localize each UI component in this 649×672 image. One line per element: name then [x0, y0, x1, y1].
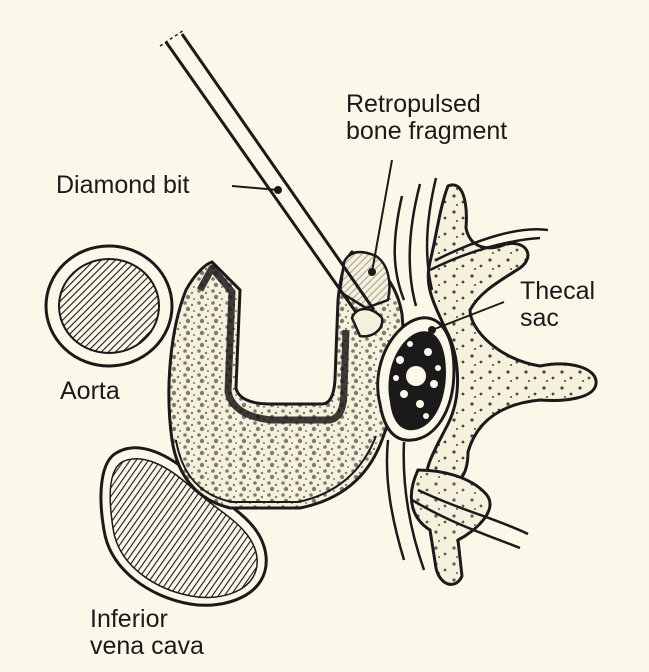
label-aorta: Aorta	[60, 378, 120, 405]
label-retropulsed-bone-fragment: Retropulsed bone fragment	[346, 91, 507, 145]
label-inferior-vena-cava: Inferior vena cava	[90, 606, 204, 660]
aorta-vessel	[46, 246, 172, 366]
label-diamond-bit: Diamond bit	[56, 172, 189, 199]
label-thecal-sac: Thecal sac	[520, 278, 595, 332]
